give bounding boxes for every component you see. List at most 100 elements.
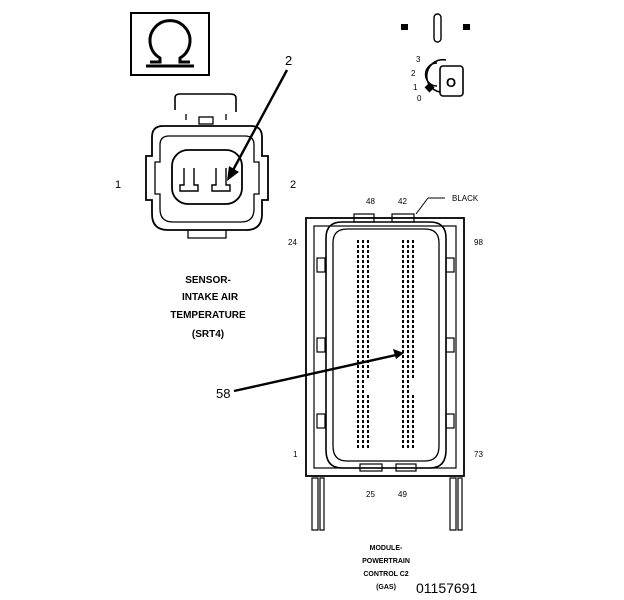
module-pin-cavity [402,350,404,353]
key-position-0-label: 0 [417,94,422,103]
module-pin-cavity [367,445,369,448]
module-pin-cavity [407,270,409,273]
module-pin-cavity [362,260,364,263]
module-pin-cavity [407,260,409,263]
module-pin-cavity [412,375,414,378]
module-pin-cavity [402,280,404,283]
module-pin-cavity [412,355,414,358]
module-pin-cavity [407,310,409,313]
module-pin-cavity [367,240,369,243]
module-pin-cavity [357,400,359,403]
module-pin-cavity [367,335,369,338]
module-pin-cavity [402,390,404,393]
module-pin-cavity [367,330,369,333]
module-pin-cavity [402,415,404,418]
module-pin-cavity [367,310,369,313]
module-pin-cavity [402,285,404,288]
module-pin-cavity [357,425,359,428]
module-pin-cavity [357,420,359,423]
module-pin-cavity [407,420,409,423]
module-pin-cavity [402,410,404,413]
module-pin-cavity [367,420,369,423]
module-pin-cavity [407,390,409,393]
module-pin-cavity [362,435,364,438]
module-pin-cavity [407,435,409,438]
module-pin-cavity [367,410,369,413]
module-pin-cavity [412,440,414,443]
module-pin-cavity [367,285,369,288]
module-pin-cavity [407,405,409,408]
module-pin-cavity [367,440,369,443]
module-pin-cavity [357,300,359,303]
module-pin-cavity [357,380,359,383]
module-pin-cavity [402,305,404,308]
module-pin-cavity [362,340,364,343]
module-pin-cavity [412,330,414,333]
module-pin-cavity [402,360,404,363]
module-pin-cavity [357,375,359,378]
module-pin-cavity [362,430,364,433]
module-pin-cavity [407,325,409,328]
key-position-icon [401,13,470,97]
module-pin-cavity [407,240,409,243]
ohm-symbol-icon [130,12,210,76]
module-pin-cavity [357,385,359,388]
module-pin-cavity [362,305,364,308]
module-pin-cavity [412,345,414,348]
module-pin-cavity [407,415,409,418]
module-pin-48-label: 48 [366,197,375,206]
module-pin-cavity [402,325,404,328]
module-pin-cavity [402,260,404,263]
module-pin-cavity [402,420,404,423]
color-pointer [415,197,445,215]
module-pin-cavity [402,400,404,403]
module-pin-cavity [367,305,369,308]
module-pin-cavity [357,320,359,323]
module-title-line-1: MODULE- [370,545,403,552]
module-pin-cavity [362,405,364,408]
module-pin-cavity [407,355,409,358]
module-pin-cavity [412,290,414,293]
module-pin-cavity [402,345,404,348]
module-pin-cavity [367,300,369,303]
module-pin-cavity [362,375,364,378]
module-pin-cavity [362,385,364,388]
module-pin-cavity [357,265,359,268]
module-pin-1-label: 1 [293,450,298,459]
module-pin-cavity [412,370,414,373]
module-pin-cavity [402,310,404,313]
module-pin-cavity [362,425,364,428]
module-pin-25-label: 25 [366,490,375,499]
module-pin-cavity [402,340,404,343]
module-pin-cavity [407,385,409,388]
module-pin-cavity [407,350,409,353]
module-pin-cavity [362,350,364,353]
module-pin-cavity [362,280,364,283]
module-pin-cavity [357,330,359,333]
module-pin-cavity [402,375,404,378]
module-pin-cavity [367,295,369,298]
module-pin-cavity [367,340,369,343]
module-pin-cavity [367,395,369,398]
module-pin-cavity [367,435,369,438]
module-pin-cavity [357,290,359,293]
module-pin-cavity [407,265,409,268]
module-pin-cavity [362,310,364,313]
module-pin-cavity [407,275,409,278]
module-pin-cavity [402,365,404,368]
module-pin-cavity [402,425,404,428]
sensor-title-line-3: TEMPERATURE [170,310,246,321]
module-pin-cavity [407,255,409,258]
module-pin-cavity [402,435,404,438]
module-pin-cavity [362,420,364,423]
module-pin-cavity [357,350,359,353]
module-pin-cavity [412,415,414,418]
module-pin-cavity [402,445,404,448]
module-pin-cavity [357,270,359,273]
module-pin-cavity [407,365,409,368]
module-pin-cavity [362,250,364,253]
sensor-callout-number: 2 [285,53,292,68]
module-pin-cavity [412,435,414,438]
module-pin-cavity [412,310,414,313]
